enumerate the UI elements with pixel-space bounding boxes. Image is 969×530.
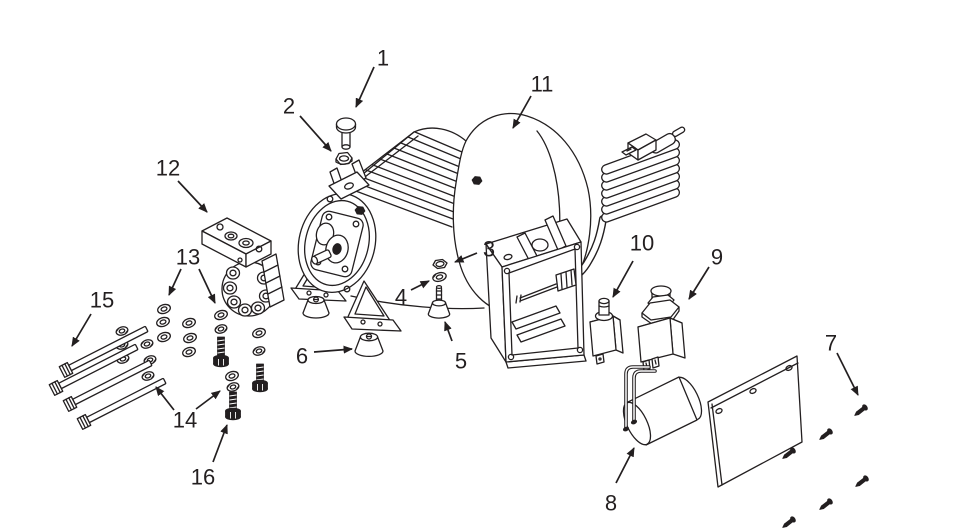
power-cord	[565, 126, 686, 283]
callout-label-10: 10	[630, 231, 654, 256]
callout-11-arrow-1-to-motor	[512, 95, 532, 129]
callout-4-arrow-1-to-lock-washer	[410, 280, 430, 291]
callout-label-1: 1	[377, 46, 389, 71]
callout-14-arrow-2-to-lock-washers	[195, 390, 221, 410]
cap-screw	[335, 117, 357, 150]
flat-washers	[156, 303, 266, 382]
motor-front-flange	[297, 192, 377, 294]
callout-label-7: 7	[825, 331, 837, 356]
pump-mount-bracket	[261, 253, 285, 308]
callout-label-9: 9	[711, 245, 723, 270]
rubber-foot-with-stud	[427, 284, 451, 319]
motor-cooling-fins	[343, 131, 463, 228]
callout-3-arrow-1-to-small-hex-nut	[454, 252, 478, 263]
motor-top-bracket	[328, 159, 370, 200]
callout-8-arrow-1-to-capacitor	[615, 447, 635, 484]
hex-bolts	[48, 325, 167, 430]
hex-nut	[335, 151, 353, 166]
callout-16-arrow-1-to-black-hex-bolts	[212, 424, 228, 463]
valve-manifold-block	[201, 217, 272, 268]
callout-13-arrow-2-to-flat-washers	[198, 268, 216, 304]
callout-label-3: 3	[483, 237, 495, 262]
callout-7-arrow-1-to-self-tapping-screws	[836, 352, 859, 396]
callout-12-arrow-1-to-pump-head-assembly	[177, 180, 208, 213]
pump-head-assembly	[201, 217, 285, 317]
callout-2-arrow-1-to-hex-nut	[299, 115, 332, 152]
rubber-foot-front	[302, 295, 330, 319]
pump-cylinder-bosses	[222, 266, 274, 317]
callout-13-arrow-1-to-flat-washers	[168, 268, 182, 296]
callout-label-15: 15	[90, 288, 114, 313]
motor-shaft	[311, 249, 332, 265]
callout-10-arrow-1-to-micro-switch	[612, 260, 634, 298]
capacitor-leads	[622, 365, 657, 432]
capacitor	[622, 365, 703, 446]
rubber-foot	[354, 332, 384, 358]
callout-label-14: 14	[173, 408, 197, 433]
callout-5-arrow-1-to-rubber-foot-with-stud	[444, 321, 453, 342]
small-hex-nut	[432, 258, 448, 270]
motor-leg-right	[343, 280, 402, 332]
pressure-switch	[637, 285, 686, 372]
callout-1-arrow-1-to-cap-screw	[355, 66, 375, 108]
callout-label-8: 8	[605, 491, 617, 516]
callout-6-arrow-1-to-rubber-foot	[313, 345, 353, 354]
cord-coil	[601, 139, 680, 223]
callout-label-2: 2	[283, 94, 295, 119]
black-hex-bolts	[213, 336, 268, 421]
callout-15-arrow-1-to-hex-bolts	[71, 313, 92, 347]
callout-9-arrow-1-to-pressure-switch	[688, 266, 710, 300]
micro-switch	[589, 297, 624, 365]
callout-label-5: 5	[455, 349, 467, 374]
callout-label-4: 4	[395, 285, 407, 310]
callout-label-13: 13	[176, 245, 200, 270]
lock-washer	[432, 271, 447, 283]
callout-label-12: 12	[156, 156, 180, 181]
junction-box-interior	[511, 268, 577, 343]
cover-plate	[707, 355, 803, 488]
callout-label-11: 11	[531, 72, 554, 97]
callout-14-arrow-1-to-lock-washers	[155, 386, 175, 411]
self-tapping-screws	[782, 404, 869, 528]
callout-label-16: 16	[191, 465, 215, 490]
callout-label-6: 6	[296, 344, 308, 369]
junction-box	[485, 215, 587, 369]
cord-plug	[621, 126, 686, 161]
